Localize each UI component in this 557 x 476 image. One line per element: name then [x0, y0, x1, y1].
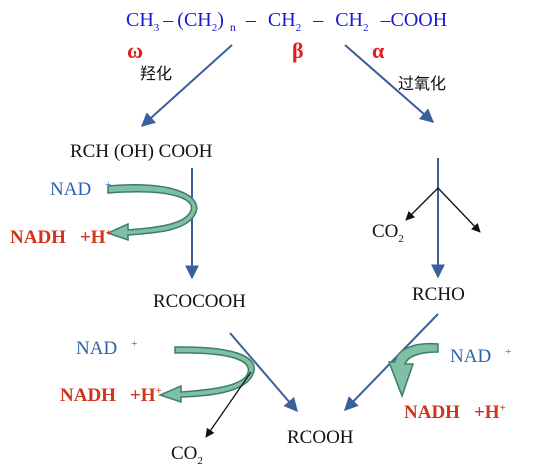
nad-2: NAD +: [76, 338, 138, 359]
co2-right-subscript: 2: [398, 233, 404, 245]
fatty-acid-formula: CH3–(CH2)n–CH2–CH2–COOH: [126, 9, 448, 34]
nadh-1-proton: +H: [79, 227, 106, 248]
alpha-ch2: CH: [335, 9, 364, 31]
co2-right: CO2: [372, 221, 404, 245]
hydroxylation-arrow: [140, 44, 233, 127]
keto-acid: RCOCOOH: [153, 291, 246, 312]
carboxyl-group: –COOH: [380, 9, 448, 31]
nad-1: NAD +: [50, 179, 112, 200]
ch3-subscript: 3: [153, 22, 160, 34]
beta-label: β: [292, 38, 304, 63]
co2-right-text: CO: [372, 221, 399, 242]
nadh-right-charge: +: [499, 402, 506, 414]
ch2n-subscript: 2: [211, 22, 218, 34]
aldehyde: RCHO: [412, 284, 465, 305]
nadh-right-text: NADH: [404, 402, 460, 423]
nadh-right: NADH +H+: [404, 402, 506, 423]
right-redox-curve: [387, 342, 439, 399]
peroxidation-label: 过氧化: [398, 74, 447, 93]
bond-1: –: [163, 9, 174, 31]
nadh-1-charge: +: [105, 227, 112, 239]
co2-left: CO2: [171, 443, 203, 467]
ch3-group: CH: [126, 9, 154, 31]
product-acid: RCOOH: [287, 427, 354, 448]
alpha-label: α: [372, 38, 385, 63]
left-co2-arrow: [205, 371, 252, 438]
nad-right: NAD +: [450, 346, 512, 367]
peroxidation-arrow: [344, 44, 435, 123]
nadh-2-proton: +H: [129, 385, 156, 406]
bond-2: –: [245, 9, 256, 31]
nadh-1: NADH +H+: [10, 227, 112, 248]
keto-to-product-arrow: [229, 332, 298, 413]
alpha-ch2-subscript: 2: [363, 22, 369, 34]
left-redox-curve-1: [105, 184, 198, 242]
nadh-1-text: NADH: [10, 227, 66, 248]
nad-2-text: NAD: [76, 338, 118, 359]
co2-left-text: CO: [171, 443, 198, 464]
ch2n-close: ): [217, 9, 224, 31]
nadh-2-text: NADH: [60, 385, 116, 406]
nad-right-text: NAD: [450, 346, 492, 367]
omega-label: ω: [127, 38, 144, 63]
beta-ch2: CH: [267, 9, 296, 31]
nad-1-charge: +: [105, 179, 112, 191]
nadh-2-charge: +: [155, 385, 162, 397]
nad-right-charge: +: [505, 346, 512, 358]
bond-3: –: [313, 9, 324, 31]
nadh-2: NADH +H+: [60, 385, 162, 406]
hydroxylation-label: 羟化: [140, 64, 173, 83]
nad-2-charge: +: [131, 338, 138, 350]
nadh-right-proton: +H: [473, 402, 500, 423]
right-co2-branch-right: [437, 187, 481, 233]
left-redox-curve-2: [157, 346, 255, 404]
right-co2-branch-left: [405, 187, 439, 221]
nad-1-text: NAD: [50, 179, 92, 200]
co2-left-subscript: 2: [197, 455, 203, 467]
n-subscript: n: [229, 20, 236, 34]
hydroxy-acid: RCH (OH) COOH: [70, 141, 213, 162]
ch2n-group: (CH: [177, 9, 212, 31]
beta-ch2-subscript: 2: [295, 22, 302, 34]
